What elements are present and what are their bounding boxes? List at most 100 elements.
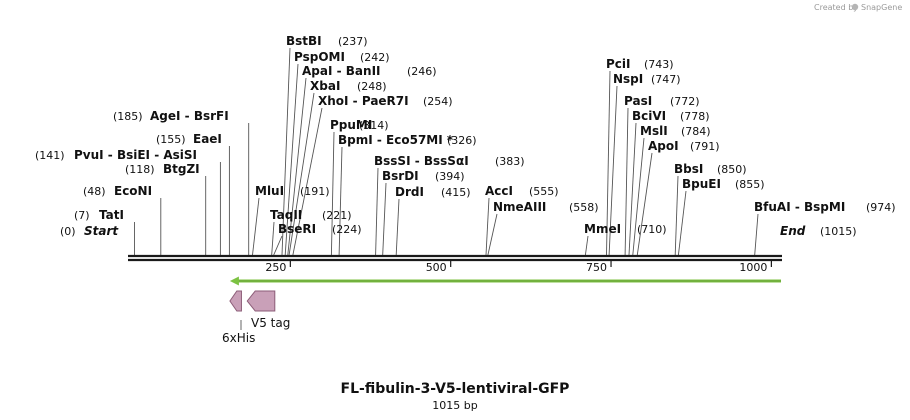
site-position-ppumi: (314) bbox=[359, 119, 389, 132]
leader-ppumi bbox=[330, 131, 335, 256]
site-name-drdi: DrdI bbox=[395, 185, 424, 199]
site-agei[interactable]: AgeI - BsrFI(185) bbox=[113, 109, 229, 123]
site-econi[interactable]: EcoNI(48) bbox=[83, 184, 152, 198]
leader-bpuei bbox=[677, 190, 687, 256]
leader-acci bbox=[485, 197, 490, 256]
site-position-bpmi: (326) bbox=[447, 134, 477, 147]
site-name-xbai: XbaI bbox=[310, 79, 340, 93]
site-bsrdi[interactable]: BsrDI(394) bbox=[382, 169, 465, 183]
feature-v5-tag[interactable]: V5 tag bbox=[246, 290, 290, 330]
leader-drdi bbox=[395, 198, 400, 256]
site-name-bpmi: BpmI - Eco57MI * bbox=[338, 133, 454, 147]
site-bbsi[interactable]: BbsI(850) bbox=[674, 162, 747, 176]
site-taqii[interactable]: TaqII(221) bbox=[270, 208, 352, 222]
leader-bfuai bbox=[754, 213, 759, 256]
snapgene-logo-icon bbox=[851, 3, 859, 11]
site-name-mmei: MmeI bbox=[584, 222, 621, 236]
site-bsssi[interactable]: BssSI - BssSαI(383) bbox=[374, 154, 525, 168]
site-position-bsrdi: (394) bbox=[435, 170, 465, 183]
leader-nspi bbox=[608, 85, 618, 256]
site-position-mlui: (191) bbox=[300, 185, 330, 198]
site-pcii[interactable]: PciI (743) bbox=[606, 57, 674, 71]
site-nspi[interactable]: NspI(747) bbox=[613, 72, 681, 86]
site-position-mmei: (710) bbox=[637, 223, 667, 236]
backbone bbox=[128, 254, 782, 262]
site-tati[interactable]: TatI(7) bbox=[74, 208, 124, 222]
leader-bsssi bbox=[375, 167, 379, 256]
feature-arrow-v5-tag bbox=[246, 290, 276, 312]
site-name-pvui: PvuI - BsiEI - AsiSI bbox=[74, 148, 197, 162]
site-position-msli: (784) bbox=[681, 125, 711, 138]
leader-xbai bbox=[288, 92, 315, 256]
site-ppumi[interactable]: PpuMI(314) bbox=[330, 118, 389, 132]
site-pvui[interactable]: PvuI - BsiEI - AsiSI(141) bbox=[35, 148, 197, 162]
site-name-bbsi: BbsI bbox=[674, 162, 703, 176]
leader-pspomi bbox=[284, 63, 299, 256]
site-labels: TatI(7) EcoNI(48) BtgZI(118)PvuI - BsiEI -… bbox=[35, 34, 896, 236]
tick-label-500: 500 bbox=[426, 261, 447, 274]
site-xbai[interactable]: XbaI (248) bbox=[310, 79, 387, 93]
leader-bseri bbox=[273, 235, 283, 256]
site-mlui[interactable]: MluI (191) bbox=[255, 184, 330, 198]
site-xhoi[interactable]: XhoI - PaeR7I(254) bbox=[318, 94, 453, 108]
site-name-acci: AccI bbox=[485, 184, 513, 198]
site-position-bstbi: (237) bbox=[338, 35, 368, 48]
tick-label-750: 750 bbox=[586, 261, 607, 274]
leader-mlui bbox=[252, 197, 260, 256]
site-name-nspi: NspI bbox=[613, 72, 643, 86]
site-bseri[interactable]: BseRI(224) bbox=[278, 222, 362, 236]
site-position-pcii: (743) bbox=[644, 58, 674, 71]
site-name-bcivi: BciVI bbox=[632, 109, 666, 123]
site-nmeaiii[interactable]: NmeAIII(558) bbox=[493, 200, 599, 214]
map-length: 1015 bp bbox=[432, 399, 477, 412]
site-msli[interactable]: MslI (784) bbox=[640, 124, 711, 138]
site-name-pcii: PciI bbox=[606, 57, 631, 71]
site-name-bfuai: BfuAI - BspMI bbox=[754, 200, 845, 214]
site-position-bsssi: (383) bbox=[495, 155, 525, 168]
site-position-bfuai: (974) bbox=[866, 201, 896, 214]
site-bstbi[interactable]: BstBI(237) bbox=[286, 34, 368, 48]
start-label: Start bbox=[84, 224, 119, 238]
tick-label-250: 250 bbox=[265, 261, 286, 274]
site-name-ppumi: PpuMI bbox=[330, 118, 372, 132]
site-apai[interactable]: ApaI - BanII(246) bbox=[302, 64, 437, 78]
leader-nmeaiii bbox=[487, 213, 498, 256]
site-position-xbai: (248) bbox=[357, 80, 387, 93]
site-pspomi[interactable]: PspOMI(242) bbox=[294, 50, 390, 64]
site-position-bseri: (224) bbox=[332, 223, 362, 236]
site-acci[interactable]: AccI(555) bbox=[485, 184, 559, 198]
site-name-pasi: PasI bbox=[624, 94, 652, 108]
site-name-bpuei: BpuEI bbox=[682, 177, 721, 191]
site-btgzi[interactable]: BtgZI(118) bbox=[125, 162, 200, 176]
site-bpuei[interactable]: BpuEI(855) bbox=[682, 177, 765, 191]
site-eaei[interactable]: EaeI(155) bbox=[156, 132, 222, 146]
feature-arrow-6xhis bbox=[229, 290, 242, 312]
site-bcivi[interactable]: BciVI(778) bbox=[632, 109, 710, 123]
site-position-pasi: (772) bbox=[670, 95, 700, 108]
site-position-pspomi: (242) bbox=[360, 51, 390, 64]
site-position-agei: (185) bbox=[113, 110, 143, 123]
site-bfuai[interactable]: BfuAI - BspMI (974) bbox=[754, 200, 896, 214]
site-position-taqii: (221) bbox=[322, 209, 352, 222]
site-pasi[interactable]: PasI (772) bbox=[624, 94, 700, 108]
site-drdi[interactable]: DrdI(415) bbox=[395, 185, 471, 199]
start-position: (0) bbox=[60, 225, 76, 238]
site-name-mlui: MluI bbox=[255, 184, 284, 198]
leader-bstbi bbox=[281, 47, 291, 256]
leader-taqii bbox=[271, 221, 275, 256]
feature-6xhis[interactable]: 6xHis bbox=[222, 290, 255, 345]
site-apoi[interactable]: ApoI(791) bbox=[648, 139, 720, 153]
site-position-xhoi: (254) bbox=[423, 95, 453, 108]
site-bpmi[interactable]: BpmI - Eco57MI *(326) bbox=[338, 133, 477, 147]
credit-brand: SnapGene bbox=[861, 3, 902, 12]
leader-mmei bbox=[584, 235, 589, 256]
site-mmei[interactable]: MmeI (710) bbox=[584, 222, 667, 236]
site-name-msli: MslI bbox=[640, 124, 668, 138]
end-label: End bbox=[780, 224, 806, 238]
site-leaders bbox=[134, 47, 759, 256]
leader-bpmi bbox=[338, 146, 343, 256]
feature-label-6xhis: 6xHis bbox=[222, 331, 255, 345]
